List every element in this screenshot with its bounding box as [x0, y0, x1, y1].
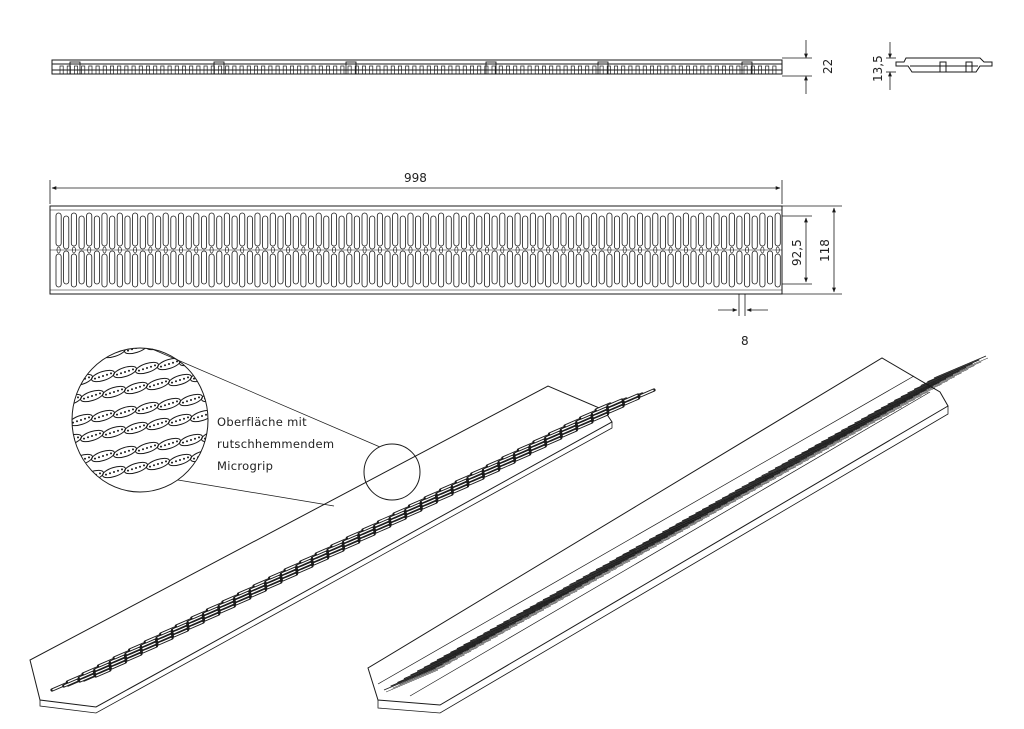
- iso-top-slots: [50, 388, 656, 692]
- cross-section-profile: [895, 57, 993, 73]
- detail-source-circle: [363, 443, 421, 501]
- dimension-width: [782, 205, 842, 295]
- dimension-length: [49, 180, 783, 204]
- cross-section: [886, 42, 993, 90]
- dimension-height: [782, 40, 812, 94]
- dimension-height-label: 22: [821, 59, 835, 74]
- isometric-bottom-view: [367, 355, 989, 714]
- side-view-ribs: [59, 61, 777, 75]
- callout-line-2: rutschhemmendem: [217, 437, 334, 451]
- side-view: [51, 59, 783, 75]
- dimension-width-label: 118: [818, 239, 832, 262]
- plan-view: [49, 205, 783, 295]
- plan-view-slots: [55, 212, 781, 288]
- dimension-length-label: 998: [404, 171, 427, 185]
- iso-bottom-ribs: [383, 355, 989, 693]
- callout-line-3: Microgrip: [217, 459, 273, 473]
- dimension-section-height-label: 13,5: [871, 55, 885, 82]
- side-view-outline: [51, 59, 783, 75]
- dimension-slot-label: 8: [741, 334, 749, 348]
- callout-line-1: Oberfläche mit: [217, 415, 307, 429]
- dimension-inner-width-label: 92,5: [790, 239, 804, 266]
- dimension-slot: [718, 294, 768, 316]
- detail-lens: [71, 347, 209, 493]
- isometric-top-view: [29, 385, 656, 714]
